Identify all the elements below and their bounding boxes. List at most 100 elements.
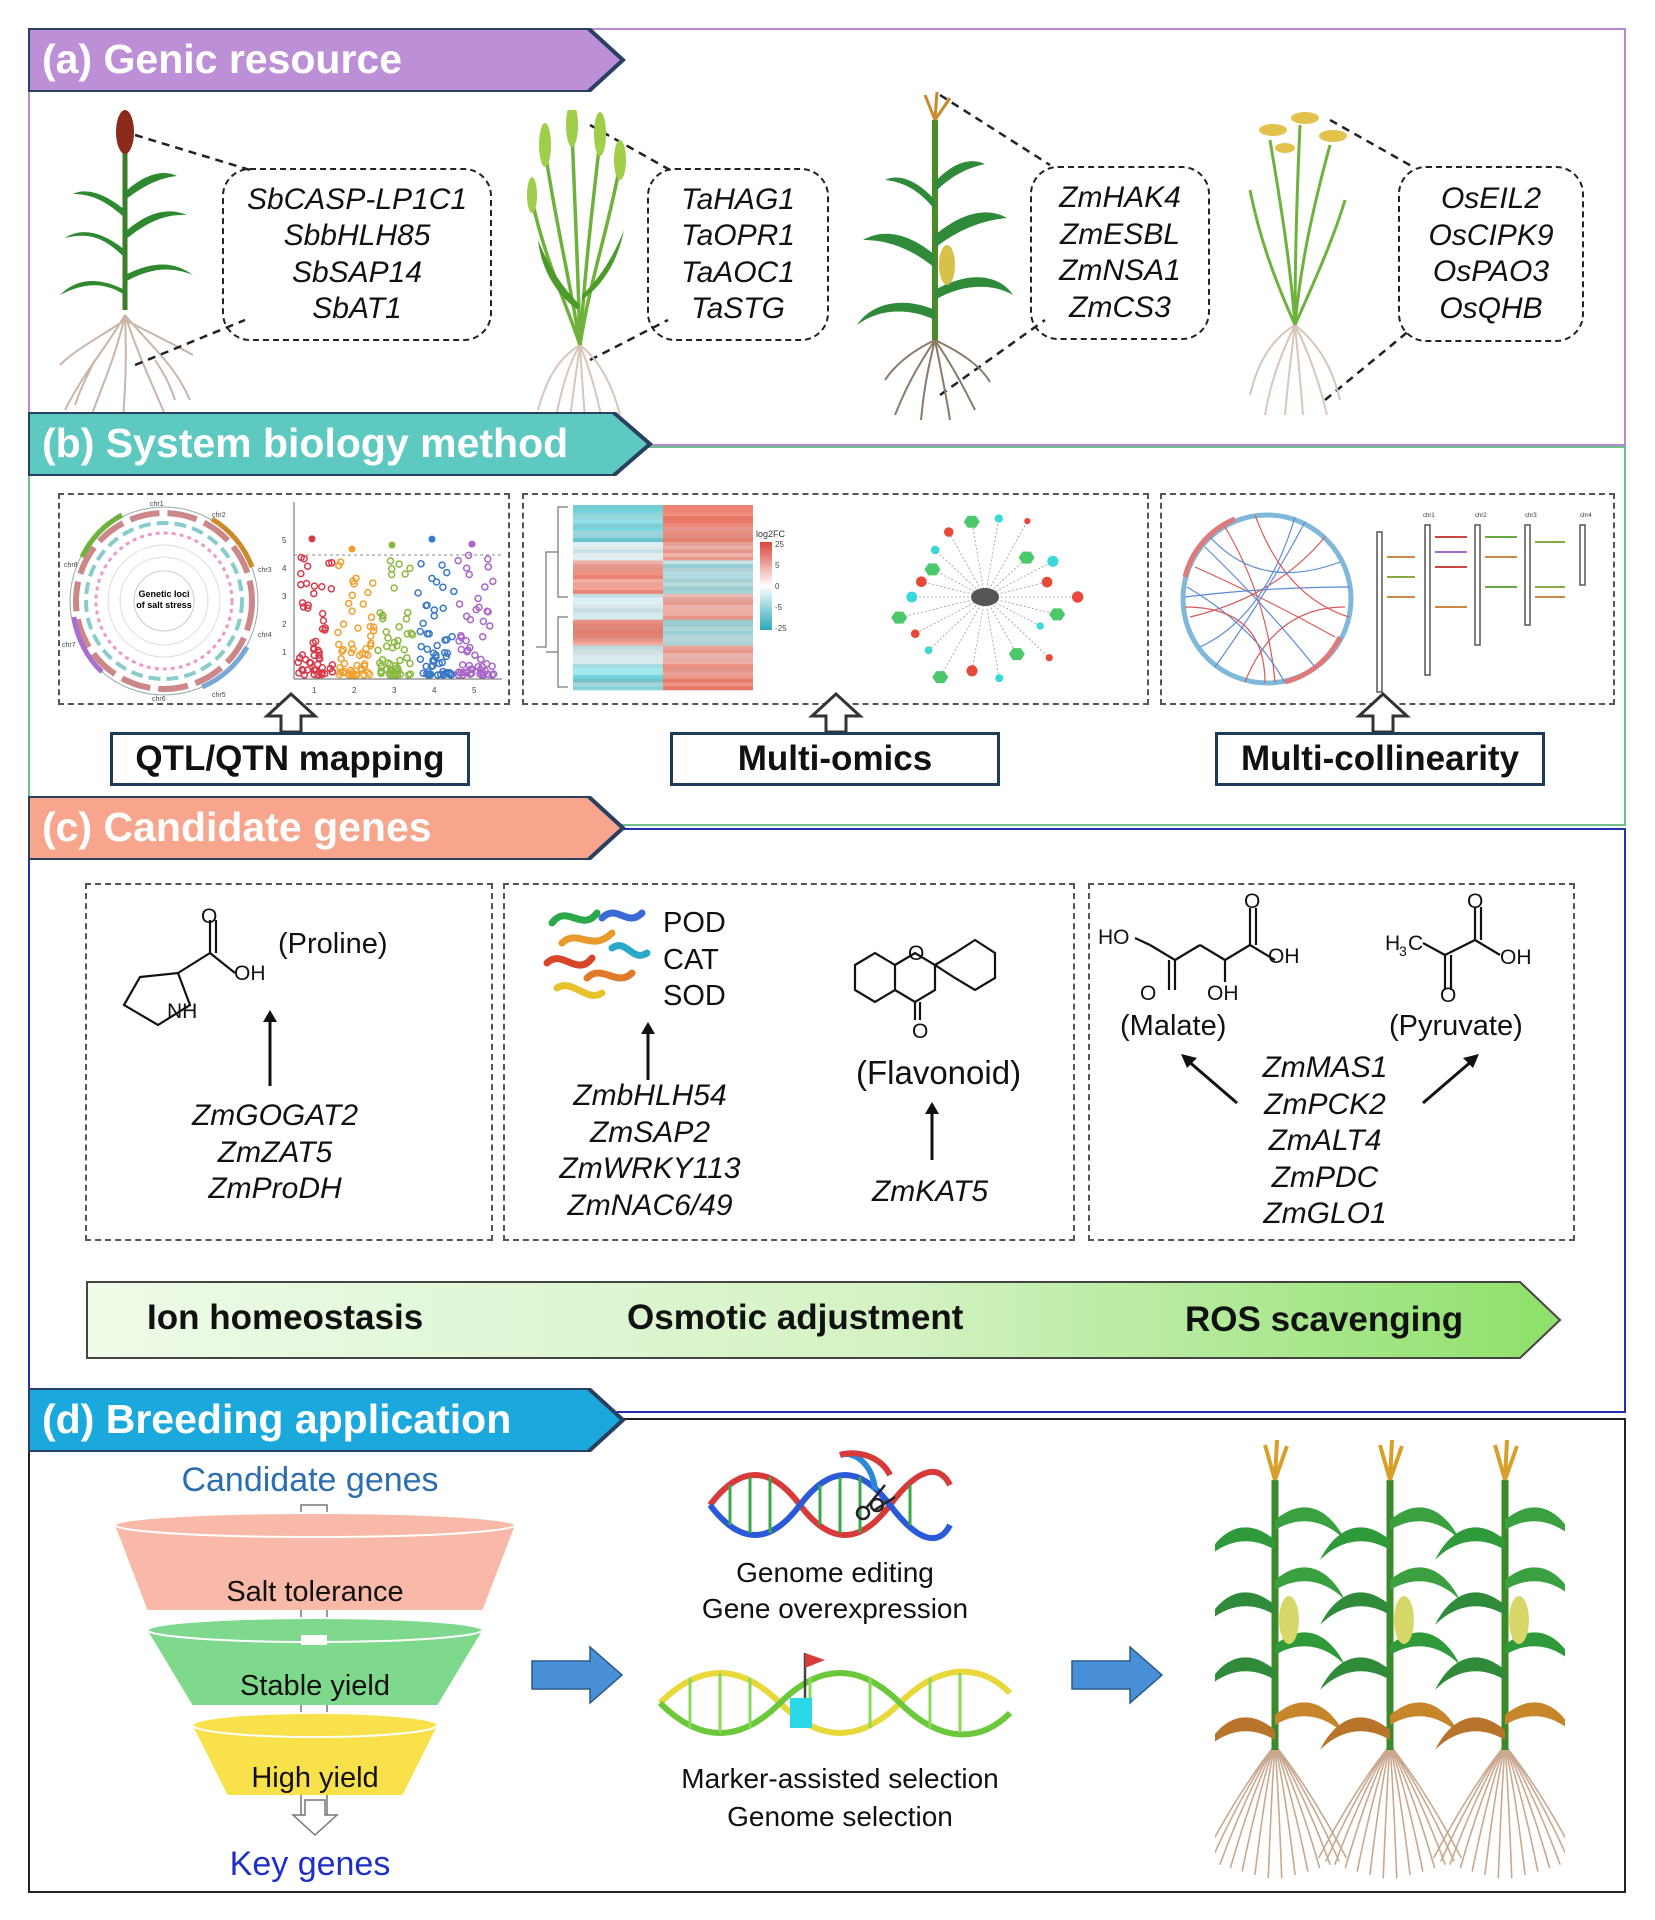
snp-point	[455, 600, 464, 608]
heatmap-cell	[663, 590, 753, 595]
panel-d-banner: (d) Breeding application	[28, 1388, 628, 1452]
dna-scissors-icon	[707, 1450, 953, 1542]
snp-point	[320, 669, 329, 678]
snp-point	[328, 559, 336, 567]
panel-c-banner: (c) Candidate genes	[28, 796, 628, 860]
y-tick-label: 3	[282, 592, 287, 601]
network-node	[963, 515, 980, 528]
snp-point	[344, 599, 353, 608]
gene-label: SbCASP-LP1C1	[246, 182, 468, 216]
chr-label: chr4	[258, 632, 272, 639]
proline-box	[85, 883, 493, 1241]
heatmap-cell	[663, 649, 753, 654]
snp-point	[430, 606, 439, 614]
snp-point	[325, 559, 333, 567]
flavonoid-structure	[853, 938, 997, 1020]
heatmap-cell	[573, 608, 663, 613]
network-edge	[971, 596, 986, 671]
y-tick-label: 4	[282, 564, 287, 573]
snp-point	[486, 622, 494, 630]
heatmap-cell	[573, 619, 663, 624]
chr-label: chr2	[1475, 513, 1487, 519]
snp-point	[443, 568, 451, 577]
snp-point	[466, 615, 475, 624]
snp-point	[464, 551, 473, 560]
heatmap-cell	[573, 519, 663, 524]
sorghum-gene-box: SbCASP-LP1C1 SbbHLH85 SbSAP14 SbAT1	[222, 168, 492, 341]
gene-label: ZmHAK4	[1059, 181, 1181, 214]
network-edge	[939, 596, 986, 678]
snp-point	[393, 641, 401, 650]
snp-point	[297, 580, 305, 589]
snp-point	[326, 664, 335, 673]
heatmap-cell	[573, 590, 663, 595]
chr-label: chr1	[1423, 513, 1435, 519]
snp-point	[321, 626, 329, 634]
antioxidant-box	[503, 883, 1075, 1241]
snp-point	[303, 666, 312, 674]
snp-point	[419, 619, 427, 628]
heatmap-cell	[573, 516, 663, 521]
network-node	[924, 563, 941, 576]
heatmap-cell	[573, 630, 663, 635]
heatmap-cell	[663, 523, 753, 528]
gene-label: ZmPDC	[1271, 1160, 1379, 1194]
gene-label: TaSTG	[691, 292, 785, 325]
heatmap-cell	[663, 512, 753, 517]
heatmap-cell	[573, 641, 663, 646]
pyruvate-atom: O	[1467, 890, 1484, 913]
up-arrow-icon	[263, 692, 319, 734]
heatmap-cell	[573, 638, 663, 643]
heatmap-cell	[573, 656, 663, 661]
heatmap-legend-tick: -25	[775, 624, 787, 633]
heatmap-cell	[663, 686, 753, 691]
circos-plot: Genetic loci of salt stress chr1 chr2 ch…	[62, 501, 272, 702]
x-tick-label: 4	[432, 686, 437, 695]
network-edge	[928, 596, 986, 651]
heatmap-cell	[663, 505, 753, 509]
technology-label: Genome selection	[727, 1801, 953, 1832]
snp-point	[349, 577, 357, 585]
heatmap-cell	[663, 630, 753, 635]
heatmap-cell	[573, 604, 663, 609]
snp-point	[353, 661, 361, 670]
heatmap-cell	[663, 612, 753, 617]
snp-point	[301, 655, 310, 664]
gene-label: TaHAG1	[681, 182, 795, 216]
snp-point	[403, 654, 411, 662]
heatmap-cell	[573, 564, 663, 569]
wheat-plant	[527, 110, 626, 420]
heatmap-cell	[573, 560, 663, 565]
snp-point	[456, 669, 465, 677]
snp-point	[303, 604, 312, 612]
up-arrow-icon	[641, 1022, 655, 1080]
heatmap-cell	[573, 567, 663, 572]
technology-label: Genome editing	[736, 1557, 934, 1588]
heatmap-cell	[573, 627, 663, 632]
gene-label: ZmGLO1	[1263, 1197, 1387, 1230]
snp-point	[310, 582, 319, 590]
network-node	[966, 665, 978, 677]
snp-point	[308, 535, 316, 543]
snp-point	[404, 671, 413, 679]
heatmap-cell	[573, 612, 663, 617]
network-node	[930, 545, 940, 555]
heatmap-cell	[663, 586, 753, 591]
gene-label: OsEIL2	[1440, 182, 1542, 215]
gene-label: ZmMAS1	[1262, 1051, 1388, 1084]
gene-label: TaOPR1	[681, 219, 795, 252]
snp-point	[425, 671, 434, 679]
x-tick-label: 2	[352, 686, 357, 695]
proline-atom-oh: OH	[234, 962, 266, 985]
snp-point	[442, 652, 451, 661]
snp-point	[407, 629, 415, 637]
heatmap-cell	[663, 667, 753, 672]
heatmap-cell	[573, 523, 663, 528]
gene-label: ZmKAT5	[871, 1175, 989, 1208]
gene-label: TaAOC1	[681, 255, 795, 289]
gene-label: ZmPCK2	[1264, 1087, 1386, 1121]
network-edge	[899, 596, 986, 618]
snp-point	[423, 645, 431, 654]
heatmap-cell	[573, 671, 663, 676]
pyruvate-atom: 3	[1399, 943, 1407, 959]
